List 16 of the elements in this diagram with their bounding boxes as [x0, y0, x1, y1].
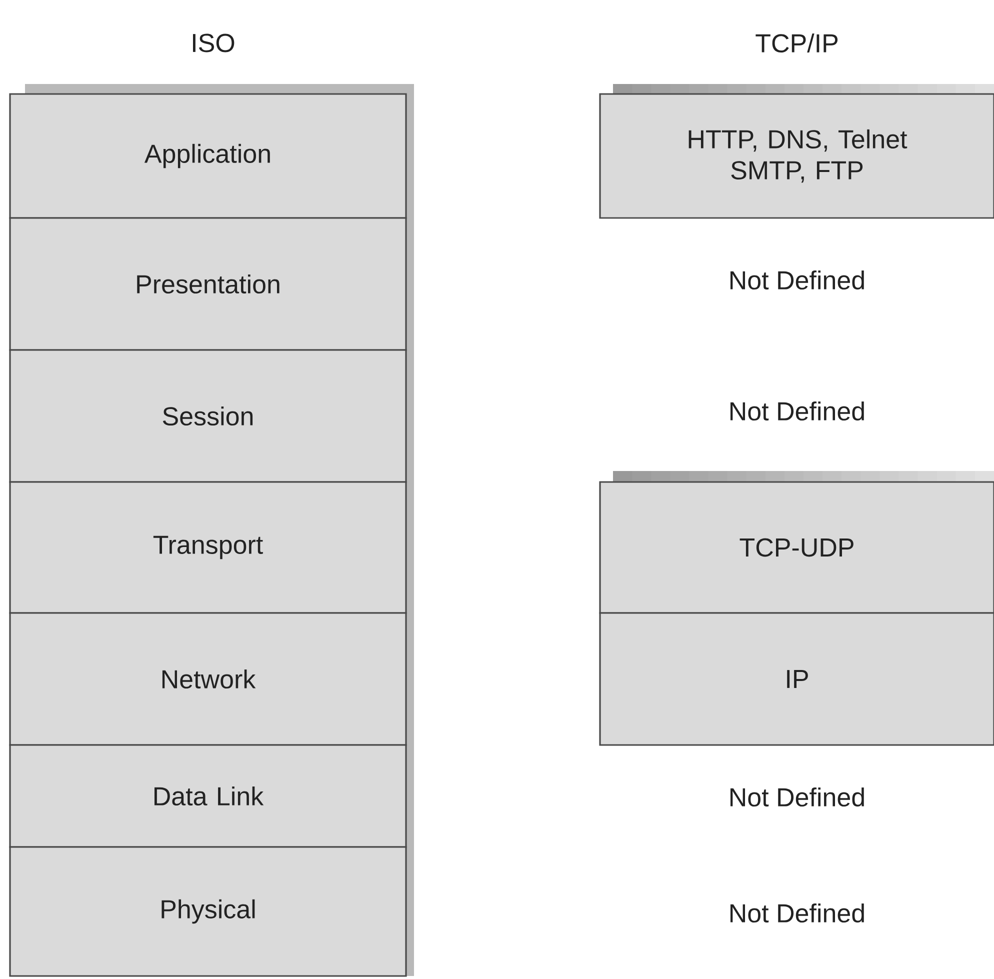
layer-box: IP	[599, 612, 994, 746]
layer-box: Transport	[9, 481, 407, 614]
layer-box: Physical	[9, 846, 407, 977]
layer-label: Not Defined	[730, 787, 864, 807]
layer-box: Session	[9, 349, 407, 483]
layer-box: TCP-UDP	[599, 481, 994, 614]
layer-box: Application	[9, 93, 407, 219]
column-heading: ISO	[193, 34, 234, 52]
layer-label: Not Defined	[730, 270, 864, 290]
layer-label: Not Defined	[730, 903, 864, 923]
layer-box: Network	[9, 612, 407, 746]
layer-box: Presentation	[9, 217, 407, 351]
layer-box: HTTP, DNS, Telnet SMTP, FTP	[599, 93, 994, 219]
column-heading: TCP/IP	[756, 33, 838, 53]
layer-label: Not Defined	[730, 401, 864, 421]
layer-box: Data Link	[9, 744, 407, 848]
